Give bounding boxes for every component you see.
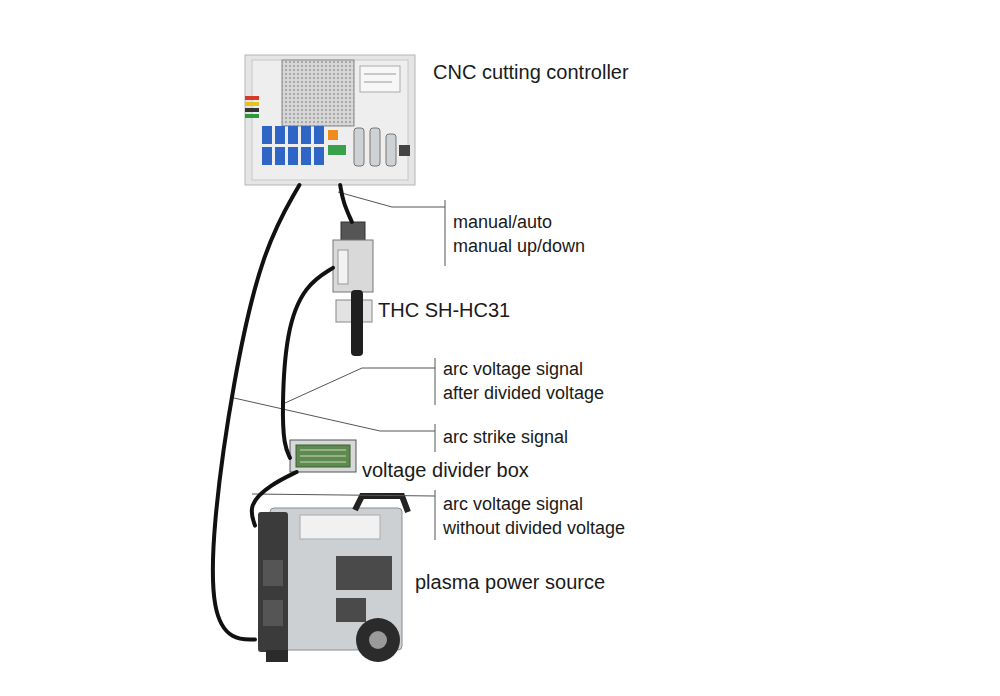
- cable: [340, 185, 352, 222]
- d-sub-connector: [386, 134, 396, 166]
- sticker-line: [364, 82, 392, 83]
- leader-line: [338, 192, 445, 207]
- device-node: CNC cutting controller: [245, 55, 415, 185]
- front-panel: [263, 600, 283, 626]
- controller-picture: [245, 55, 415, 185]
- leader-line: [252, 494, 435, 496]
- d-sub-connector: [370, 128, 380, 166]
- leaders: [234, 192, 445, 540]
- signal-label: manual/auto manual up/down: [453, 210, 598, 258]
- leader-line: [234, 398, 435, 431]
- side-panel: [336, 598, 366, 622]
- leader-line: [285, 368, 435, 403]
- wire: [245, 114, 259, 118]
- relay: [288, 126, 298, 144]
- relay: [314, 126, 324, 144]
- device-label: plasma power source: [415, 571, 605, 594]
- thc-picture: [333, 222, 373, 356]
- wheel-hub: [369, 631, 387, 649]
- bracket: [435, 490, 436, 540]
- thc-body: [333, 240, 373, 292]
- thc-label-plate: [338, 250, 348, 284]
- wire: [245, 96, 259, 100]
- divider-picture: [290, 440, 356, 472]
- cable: [213, 185, 300, 640]
- device-label: voltage divider box: [362, 459, 529, 482]
- side-panel: [336, 556, 392, 590]
- relay: [301, 126, 311, 144]
- terminal: [328, 145, 346, 155]
- ethernet-port: [399, 145, 410, 156]
- relay: [262, 147, 272, 165]
- relay: [275, 147, 285, 165]
- terminal: [328, 130, 338, 140]
- controller-panel: [245, 55, 415, 185]
- plasma-sticker: [300, 515, 380, 539]
- sticker-line: [364, 74, 396, 75]
- plasma-handle: [355, 496, 408, 512]
- controller-plate: [252, 60, 408, 180]
- signal-label: arc strike signal: [443, 425, 568, 449]
- signal-label: arc voltage signal without divided volta…: [443, 492, 635, 540]
- divider-board: [296, 445, 350, 467]
- plasma-picture: [258, 496, 408, 662]
- bracket: [435, 358, 436, 405]
- relay: [275, 126, 285, 144]
- device-label: CNC cutting controller: [433, 61, 629, 84]
- board-trace: [300, 462, 346, 463]
- device-node: voltage divider box: [290, 440, 356, 472]
- plasma-front: [258, 512, 288, 652]
- relay: [314, 147, 324, 165]
- wire: [245, 102, 259, 106]
- controller-sticker: [360, 66, 400, 92]
- device-label: THC SH-HC31: [378, 299, 510, 322]
- wire: [245, 108, 259, 112]
- d-sub-connector: [354, 128, 364, 166]
- device-node: plasma power source: [255, 495, 410, 665]
- board-trace: [300, 450, 346, 451]
- power-supply-mesh: [282, 60, 354, 126]
- plasma-wheel: [356, 618, 400, 662]
- board-trace: [300, 456, 346, 457]
- relay: [301, 147, 311, 165]
- relay: [262, 126, 272, 144]
- device-node: THC SH-HC31: [333, 222, 375, 357]
- cable: [283, 268, 333, 458]
- front-panel: [263, 560, 283, 586]
- signal-label: arc voltage signal after divided voltage: [443, 357, 613, 405]
- bracket: [445, 200, 446, 266]
- bracket: [435, 424, 436, 452]
- plasma-torch: [351, 290, 363, 356]
- divider-case: [290, 440, 356, 472]
- plasma-foot: [266, 650, 288, 662]
- relay: [288, 147, 298, 165]
- thc-motor: [341, 222, 365, 242]
- cable: [252, 472, 297, 526]
